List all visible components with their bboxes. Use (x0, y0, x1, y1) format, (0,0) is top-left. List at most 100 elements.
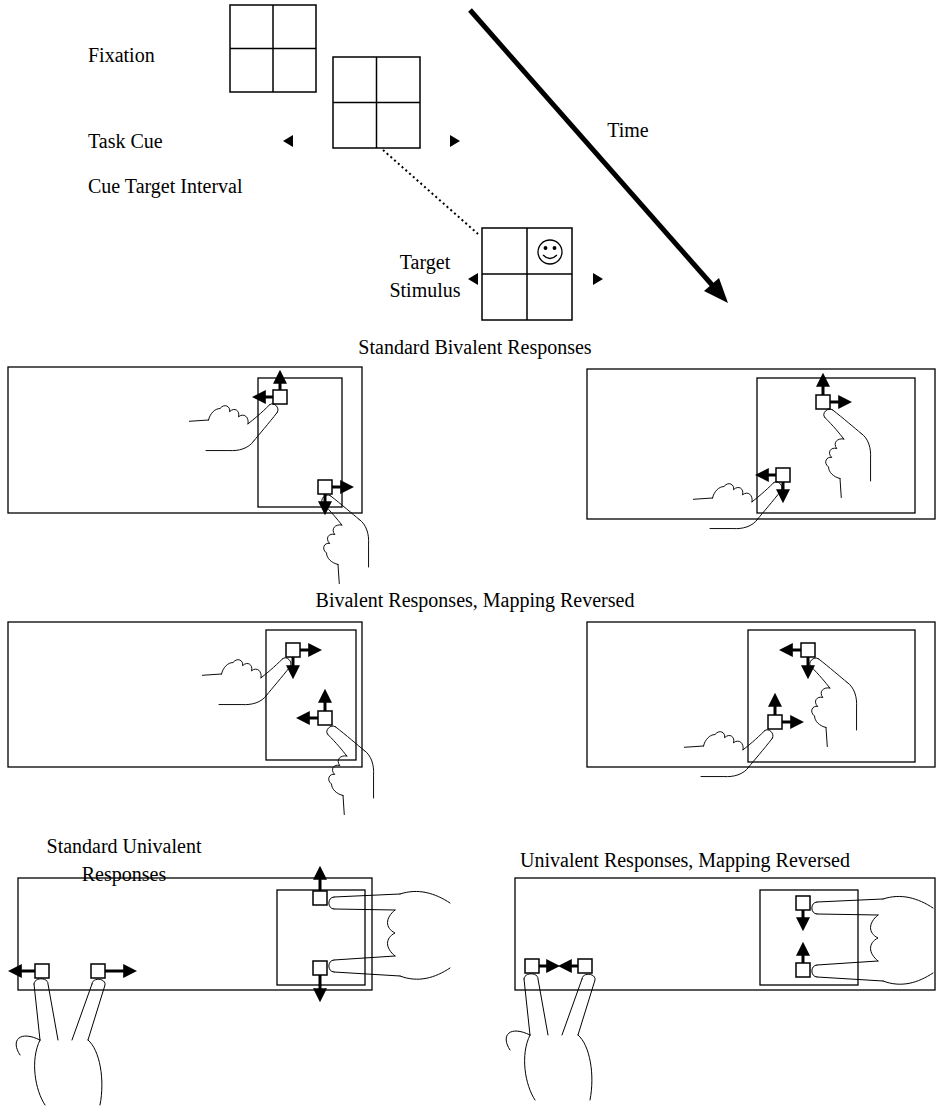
hand-drawing (687, 448, 787, 548)
stage-label: Cue Target Interval (88, 172, 242, 200)
response-key (578, 959, 592, 973)
grid-line (482, 273, 572, 275)
keyboard-outline (18, 878, 372, 990)
response-keys (273, 390, 830, 494)
cue-triangle (593, 273, 603, 285)
direction-arrow (807, 657, 810, 675)
keypad-outline (760, 890, 858, 985)
hand-drawing (329, 891, 450, 979)
face-smile (543, 255, 557, 259)
keyboard-outline (8, 622, 362, 767)
response-arrows (256, 374, 848, 511)
response-arrows (293, 650, 808, 722)
direction-arrow (324, 693, 327, 711)
interval-dotted-line (383, 150, 478, 234)
response-key (801, 643, 815, 657)
keyboard-outline (587, 622, 935, 767)
face-eye (544, 247, 547, 250)
direction-arrow (802, 946, 805, 963)
keypad-outline (757, 378, 915, 513)
time-arrow-shaft (470, 10, 713, 286)
hand-drawing (678, 696, 778, 796)
direction-arrow (783, 649, 801, 652)
fixation-grid (230, 5, 316, 92)
hand-drawing (16, 979, 105, 1105)
target-grid (482, 228, 572, 320)
face-eye (553, 247, 556, 250)
response-keys (286, 643, 815, 729)
response-key (313, 891, 327, 905)
keypad-outline (748, 630, 915, 762)
stage-label: Fixation (88, 41, 155, 69)
direction-arrow (759, 474, 776, 477)
keyboard-outline (587, 369, 935, 519)
grid-line (230, 48, 316, 50)
direction-arrow (279, 374, 282, 390)
response-key (776, 468, 790, 482)
task-cue-grid (333, 57, 420, 148)
axis-label: Time (583, 116, 673, 144)
response-key (313, 961, 327, 975)
response-key (816, 395, 830, 409)
hand-drawing (506, 974, 595, 1100)
direction-arrow (332, 486, 350, 489)
direction-arrow (562, 965, 578, 968)
direction-arrow (300, 649, 318, 652)
direction-arrow (319, 975, 322, 998)
response-panel (8, 622, 935, 767)
direction-arrow (292, 657, 295, 675)
direction-arrow (782, 721, 800, 724)
hand-drawing (288, 490, 388, 590)
grid-frame (333, 57, 420, 148)
response-keys (35, 891, 810, 978)
condition-heading: Bivalent Responses, Mapping Reversed (235, 586, 715, 614)
cue-triangle (468, 273, 478, 285)
response-key (35, 964, 49, 978)
response-key (286, 643, 300, 657)
response-key (91, 964, 105, 978)
grid-frame (482, 228, 572, 320)
direction-arrow (12, 970, 35, 973)
time-arrow-head (704, 278, 728, 303)
hand-drawing (812, 896, 933, 984)
direction-arrow (822, 377, 825, 395)
hand-drawing (196, 624, 296, 724)
hand-drawing (776, 653, 876, 753)
keypad-outline (266, 630, 356, 760)
direction-arrow (782, 482, 785, 499)
hand-drawing (293, 721, 393, 821)
keyboard-outline (515, 878, 935, 990)
response-key (318, 480, 332, 494)
face-outline (538, 240, 562, 264)
direction-arrow (256, 396, 273, 399)
condition-heading: Univalent Responses, Mapping Reversed (485, 846, 885, 874)
stage-label: Target Stimulus (385, 248, 465, 304)
direction-arrow (300, 717, 318, 720)
response-key (273, 390, 287, 404)
hand-drawing (790, 404, 890, 504)
direction-arrow (319, 870, 322, 891)
direction-arrow (774, 697, 777, 715)
condition-heading: Standard Bivalent Responses (265, 333, 685, 361)
direction-arrow (802, 910, 805, 927)
response-key (318, 711, 332, 725)
grid-line (333, 102, 420, 104)
response-key (796, 896, 810, 910)
keyboard-outline (8, 367, 362, 513)
cue-triangle (283, 135, 293, 147)
grid-frame (230, 5, 316, 92)
response-key (525, 959, 539, 973)
response-arrows (12, 870, 803, 998)
direction-arrow (830, 401, 848, 404)
hand-drawing (183, 370, 283, 470)
response-key (768, 715, 782, 729)
cue-triangle (450, 135, 460, 147)
response-panel (18, 878, 935, 990)
condition-heading: Standard Univalent Responses (4, 832, 244, 888)
direction-arrow (105, 970, 133, 973)
stage-label: Task Cue (88, 127, 163, 155)
direction-arrow (539, 965, 556, 968)
response-panel (8, 367, 935, 519)
